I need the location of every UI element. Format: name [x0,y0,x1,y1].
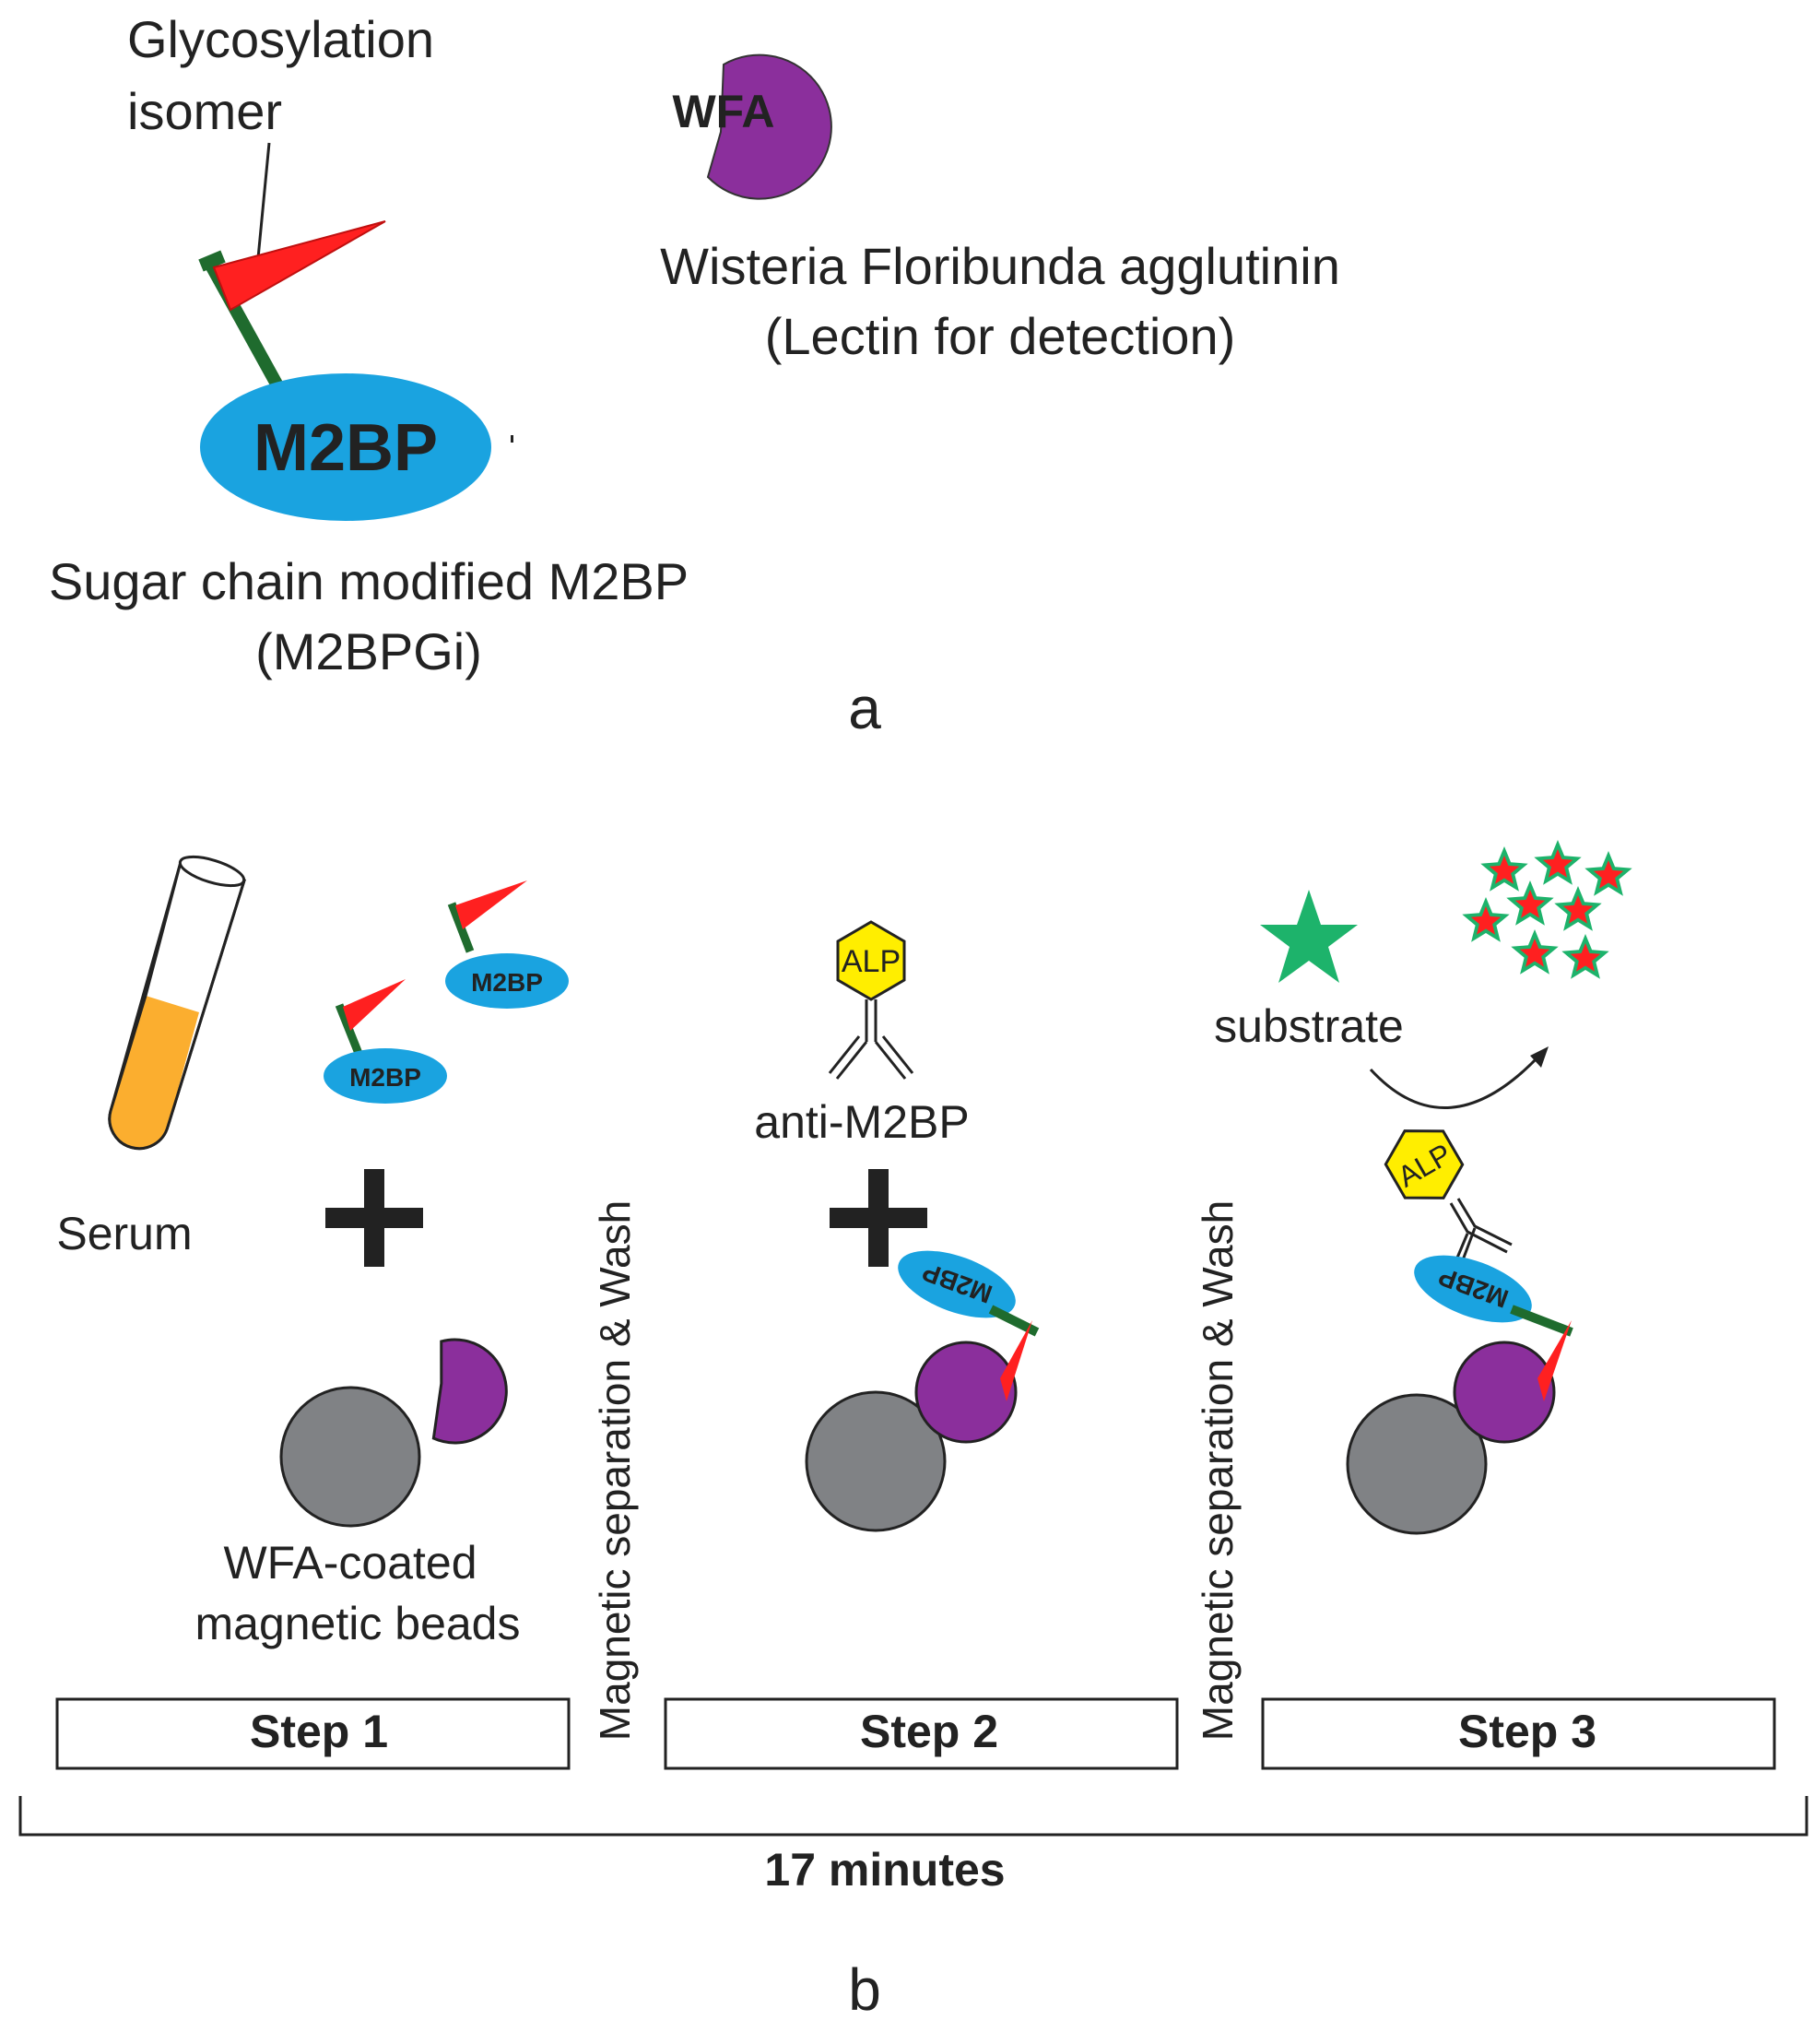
inv-stem-2 [988,1305,1040,1337]
m2bp-inverted-2: M2BP [898,1250,1016,1318]
tube-outline [108,860,246,1151]
substrate-star [1260,890,1358,983]
wash-label-1: Magnetic separation & Wash [591,1200,639,1741]
ab-arm-l1 [835,1041,868,1080]
small-ellipse-1 [324,1048,447,1104]
product-stars [1462,840,1632,979]
step-box-3-rect [1261,1697,1776,1770]
reaction-arrow [1369,1054,1541,1109]
m2bp-small-label-1: M2BP [349,1063,421,1092]
product-star [1489,856,1520,884]
wfa-label: WFA [672,86,774,137]
product-star [1542,849,1573,878]
inv-stem-3 [1510,1305,1573,1337]
alp-antibody: ALP [828,920,914,1080]
wfa-caption-line1: Wisteria Floribunda agglutinin [660,237,1340,295]
glycan-stem-top [198,250,226,272]
reaction-arrowhead [1530,1046,1549,1068]
m2bp-caption-line1: Sugar chain modified M2BP [49,552,689,610]
beads-label-line1: WFA-coated [223,1537,477,1589]
small-flag-2 [455,880,527,929]
glyco-label-line1: Glycosylation [127,10,434,68]
product-star [1562,895,1594,924]
glyco-label-line2: isomer [127,82,282,140]
tube-rim [178,855,246,888]
ab-arm-r2 [881,1035,914,1074]
m2bp-small-1: M2BP [324,979,447,1104]
step-3-label: Step 3 [1458,1706,1596,1757]
m2bp-caption-line2: (M2BPGi) [255,622,482,680]
wash-label-2: Magnetic separation & Wash [1194,1200,1242,1741]
substrate-star-shape [1260,890,1358,983]
stray-tick [511,435,513,443]
alp-hexagon [836,920,906,1001]
serum-label: Serum [56,1208,192,1259]
step-box-1: Step 1 [55,1697,571,1770]
glycosylation-flag [212,220,386,312]
product-star [1519,939,1550,967]
ab3-a [1456,1198,1513,1246]
small-flag-1 [343,979,406,1031]
m2bp-inverted-3: M2BP [1414,1255,1532,1323]
serum-tube [108,855,246,1151]
timeline-bracket [18,1796,1808,1837]
step-2-label: Step 2 [860,1706,998,1757]
product-star [1593,860,1624,889]
m2bp-label: M2BP [253,411,438,485]
ab-arm-l2 [828,1035,861,1074]
small-stem-2 [447,902,475,953]
alp-hex-3-group: ALP [1384,1129,1465,1199]
product-star [1470,906,1502,935]
alp-label: ALP [842,944,901,979]
plus-1-v [364,1169,384,1267]
wfa-lectin-icon: WFA [672,53,832,200]
m2bp-small-2: M2BP [445,880,569,1009]
wfa-pacman-2 [914,1341,1018,1444]
ab-arm-r1 [874,1041,907,1080]
serum-liquid [109,996,199,1149]
step-box-3: Step 3 [1261,1697,1776,1770]
substrate-label: substrate [1214,1000,1404,1052]
wfa-caption-line2: (Lectin for detection) [765,307,1235,365]
inv-ellipse-2 [898,1250,1016,1318]
wfa-pacman-shape [706,53,832,200]
product-star [1514,890,1546,918]
step-box-2-rect [664,1697,1179,1770]
m2bp-ellipse [200,373,491,521]
m2bp-large-molecule: M2BP [198,220,513,521]
total-time-label: 17 minutes [764,1844,1005,1896]
panel-a: Glycosylation isomer M2BP Sugar chain mo… [49,10,1340,741]
alp-hexagon-3 [1384,1129,1465,1199]
wfa-pacman-1 [431,1338,508,1445]
inv-ellipse-3 [1414,1255,1532,1323]
step-box-2: Step 2 [664,1697,1179,1770]
antibody-label: anti-M2BP [754,1096,969,1148]
inv-flag-2 [1000,1320,1032,1401]
glyco-pointer-line [256,142,271,259]
plus-sign-1 [325,1169,423,1267]
wfa-pacman-3 [1453,1341,1556,1444]
magnetic-bead-2 [805,1390,947,1532]
complex-step3: ALP M2BP [1346,1129,1573,1535]
plus-2-v [868,1169,889,1267]
m2bp-small-label-2: M2BP [471,968,543,997]
step-1-label: Step 1 [250,1706,388,1757]
plus-sign-2 [830,1169,927,1267]
magnetic-bead-3 [1346,1393,1488,1535]
panel-b: Serum M2BP M2BP WFA-coated magnetic bead… [18,840,1808,2023]
step-box-1-rect [55,1697,571,1770]
small-stem-1 [335,1003,364,1057]
magnetic-bead-1 [279,1386,421,1528]
small-ellipse-2 [445,953,569,1009]
panel-b-letter: b [848,1956,881,2023]
panel-a-letter: a [848,675,881,741]
beads-label-line2: magnetic beads [194,1598,520,1649]
wfa-bead-step1 [279,1338,508,1528]
ab3-b [1449,1202,1508,1254]
product-star [1570,943,1601,972]
inv-flag-3 [1537,1320,1572,1401]
complex-step2: M2BP [805,1250,1040,1532]
